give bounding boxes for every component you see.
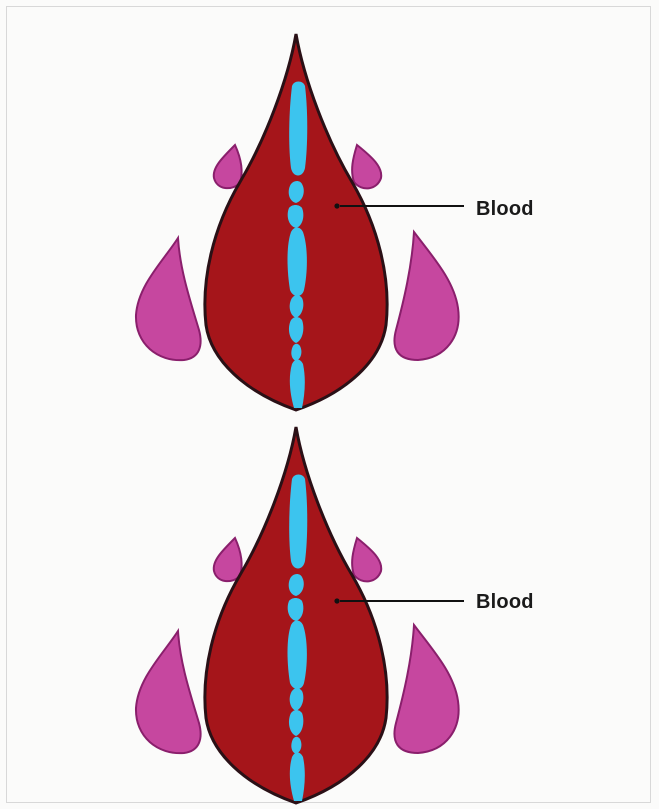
large-lobe-right	[394, 625, 458, 753]
large-lobe-left	[136, 631, 201, 753]
core-segment	[288, 228, 307, 297]
blood-figure-top	[0, 0, 659, 400]
blood-figure-bottom	[0, 393, 659, 793]
core-segment	[289, 475, 307, 569]
small-lobe-right	[352, 145, 381, 188]
leader-anchor-dot	[334, 598, 339, 603]
small-lobe-right	[352, 538, 381, 581]
core-segment	[289, 82, 307, 176]
small-lobe-left	[214, 145, 242, 188]
small-lobe-left	[214, 538, 242, 581]
leader-anchor-dot	[334, 203, 339, 208]
blood-label-bottom: Blood	[476, 591, 534, 614]
large-lobe-left	[136, 238, 201, 360]
large-lobe-right	[394, 232, 458, 360]
blood-label-top: Blood	[476, 198, 534, 221]
core-segment	[288, 621, 307, 690]
